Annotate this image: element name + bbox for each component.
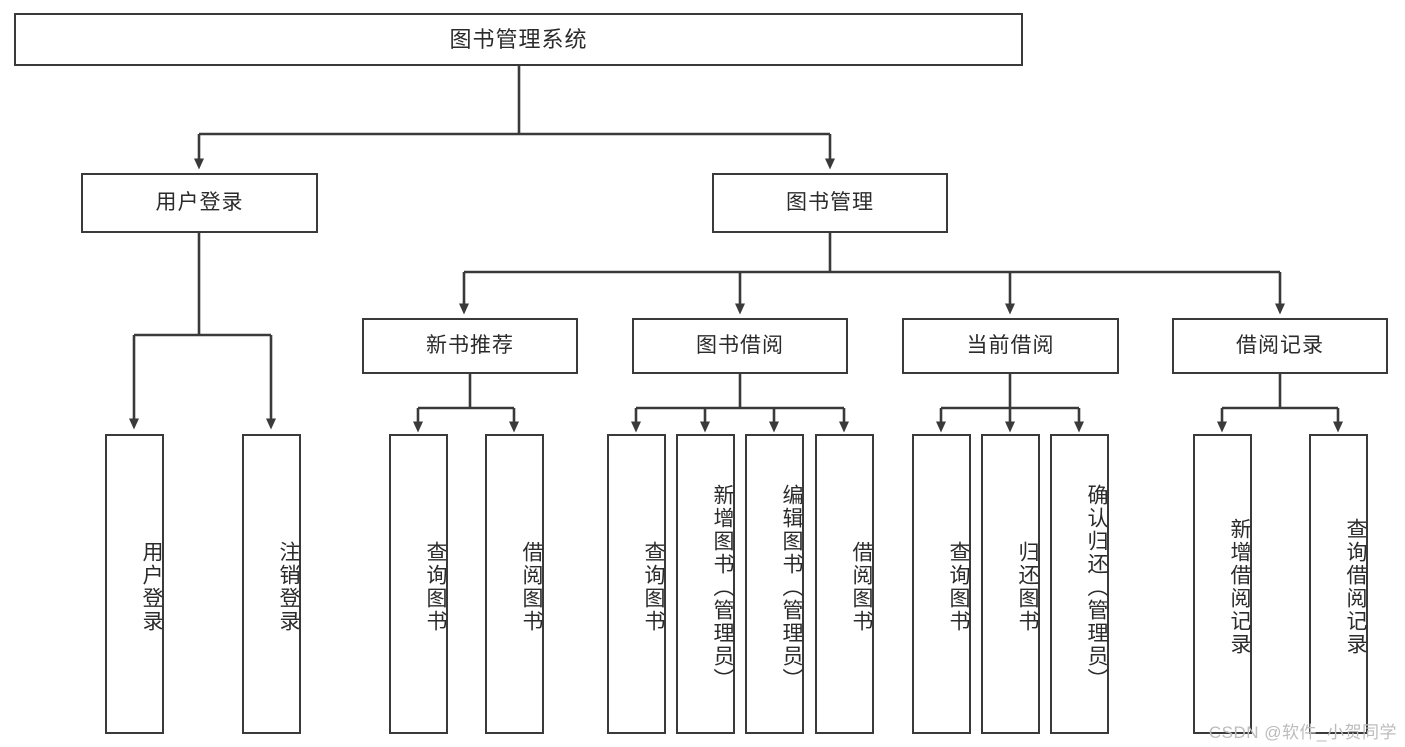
node-label: 确认归还（管理员）	[1085, 483, 1108, 691]
node-label: 查询图书	[947, 541, 970, 633]
node-label: 查询图书	[424, 541, 447, 633]
node-label: 查询借阅记录	[1344, 518, 1367, 656]
node-label: 注销登录	[277, 541, 300, 633]
leaf-cb-query-book[interactable]: 查询图书	[912, 434, 971, 734]
node-label: 查询图书	[642, 541, 665, 633]
csdn-watermark: CSDN @软件_小贺同学	[1208, 723, 1397, 742]
node-current-borrow[interactable]: 当前借阅	[902, 318, 1119, 374]
leaf-bb-edit-book[interactable]: 编辑图书（管理员）	[745, 434, 804, 734]
leaf-user-logout[interactable]: 注销登录	[242, 434, 301, 734]
node-root-book-management-system[interactable]: 图书管理系统	[14, 13, 1023, 66]
node-label: 借阅记录	[1236, 333, 1324, 357]
node-label: 编辑图书（管理员）	[780, 483, 803, 691]
node-user-login[interactable]: 用户登录	[81, 173, 318, 233]
node-label: 用户登录	[140, 541, 163, 633]
node-label: 当前借阅	[966, 333, 1055, 357]
node-label: 图书管理	[786, 190, 874, 214]
node-label: 归还图书	[1016, 541, 1039, 633]
node-label: 新增图书（管理员）	[711, 483, 734, 691]
node-label: 用户登录	[155, 190, 244, 214]
leaf-bb-query-book[interactable]: 查询图书	[607, 434, 666, 734]
node-label: 新增借阅记录	[1228, 518, 1251, 656]
node-book-management[interactable]: 图书管理	[712, 173, 948, 233]
leaf-nb-query-book[interactable]: 查询图书	[389, 434, 448, 734]
node-label: 新书推荐	[426, 333, 514, 357]
leaf-bb-borrow-book[interactable]: 借阅图书	[815, 434, 874, 734]
leaf-nb-borrow-book[interactable]: 借阅图书	[485, 434, 544, 734]
node-label: 图书管理系统	[449, 26, 588, 52]
leaf-user-login[interactable]: 用户登录	[105, 434, 164, 734]
node-label: 借阅图书	[850, 541, 873, 633]
node-book-borrow[interactable]: 图书借阅	[632, 318, 848, 374]
node-label: 借阅图书	[520, 541, 543, 633]
node-label: 图书借阅	[696, 333, 784, 357]
leaf-bb-add-book[interactable]: 新增图书（管理员）	[676, 434, 735, 734]
leaf-cb-confirm-return[interactable]: 确认归还（管理员）	[1050, 434, 1109, 734]
leaf-cb-return-book[interactable]: 归还图书	[981, 434, 1040, 734]
node-borrow-record[interactable]: 借阅记录	[1172, 318, 1388, 374]
node-new-book-recommend[interactable]: 新书推荐	[362, 318, 578, 374]
leaf-br-add-record[interactable]: 新增借阅记录	[1193, 434, 1252, 734]
leaf-br-query-record[interactable]: 查询借阅记录	[1309, 434, 1368, 734]
